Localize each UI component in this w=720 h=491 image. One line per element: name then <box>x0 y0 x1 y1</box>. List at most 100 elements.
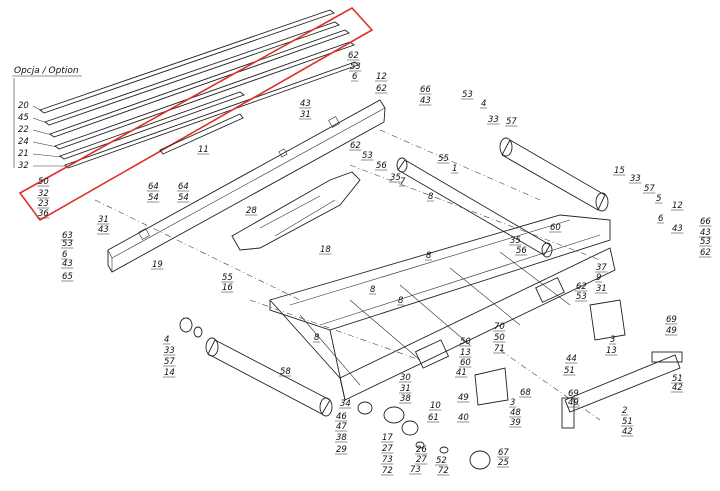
callout-label: 66 <box>700 217 711 227</box>
callout-label: 8 <box>398 296 404 306</box>
callout-label: 5 <box>656 194 661 204</box>
side-rail-19 <box>107 99 386 273</box>
callout-label: 27 <box>382 444 393 454</box>
callout-label: 63 <box>62 231 73 241</box>
callout-label: 53 <box>700 237 711 247</box>
callout-label: 8 <box>314 333 320 343</box>
callout-label: 72 <box>438 466 449 476</box>
callout-label: 60 <box>460 358 471 368</box>
callout-label: 31 <box>98 215 109 225</box>
callout-label: 33 <box>488 115 499 125</box>
callout-label: 67 <box>498 448 509 458</box>
callout-label: 7 <box>400 177 406 187</box>
callout-label: 53 <box>576 292 587 302</box>
callout-label: 39 <box>510 418 521 428</box>
option-item: 21 <box>18 149 29 159</box>
callout-label: 35 <box>390 173 401 183</box>
callout-label: 14 <box>164 368 175 378</box>
callout-label: 66 <box>420 85 431 95</box>
callout-label: 43 <box>98 225 109 235</box>
callout-label: 43 <box>420 96 431 106</box>
option-item: 24 <box>18 137 29 147</box>
callout-label: 8 <box>428 192 434 202</box>
callout-label: 65 <box>62 272 73 282</box>
callout-label: 11 <box>198 145 209 155</box>
callout-label: 43 <box>300 99 311 109</box>
callout-label: 51 <box>564 366 575 376</box>
callout-label: 46 <box>336 412 347 422</box>
callout-label: 31 <box>300 110 311 120</box>
callout-label: 62 <box>350 141 361 151</box>
callout-label: 28 <box>246 206 257 216</box>
callout-label: 62 <box>700 248 711 258</box>
callout-label: 53 <box>350 62 361 72</box>
callout-label: 2 <box>622 406 627 416</box>
callout-label: 33 <box>630 174 641 184</box>
callout-label: 34 <box>340 399 351 409</box>
callout-label: 13 <box>460 348 471 358</box>
callout-label: 27 <box>416 455 427 465</box>
drive-parts <box>357 401 491 470</box>
callout-label: 54 <box>148 193 159 203</box>
callout-label: 16 <box>222 283 233 293</box>
callout-label: 36 <box>38 209 49 219</box>
callout-label: 3 <box>510 398 515 408</box>
bracket-3 <box>474 367 509 406</box>
callout-label: 30 <box>400 373 411 383</box>
callout-label: 38 <box>400 394 411 404</box>
callout-label: 35 <box>510 236 521 246</box>
callout-label: 72 <box>382 466 393 476</box>
callout-label: 50 <box>494 333 505 343</box>
callout-label: 53 <box>62 239 73 249</box>
callout-label: 38 <box>336 433 347 443</box>
callout-label: 44 <box>566 354 577 364</box>
callout-label: 57 <box>506 117 517 127</box>
callout-label: 60 <box>550 223 561 233</box>
callout-label: 26 <box>416 445 427 455</box>
callout-label: 6 <box>352 72 358 82</box>
callout-label: 71 <box>494 344 505 354</box>
option-header: Opcja / Option <box>14 66 79 76</box>
callout-label: 43 <box>672 224 683 234</box>
main-frame <box>269 214 616 401</box>
callout-label: 42 <box>672 383 683 393</box>
callout-label: 17 <box>382 433 393 443</box>
option-item: 32 <box>18 161 29 171</box>
callout-label: 3 <box>610 335 615 345</box>
roller-14 <box>179 317 333 417</box>
callout-label: 43 <box>700 228 711 238</box>
callout-label: 50 <box>38 177 49 187</box>
callout-label: 6 <box>658 214 664 224</box>
callout-label: 8 <box>370 285 376 295</box>
callout-label: 56 <box>376 161 387 171</box>
option-item: 45 <box>18 113 29 123</box>
bracket-13 <box>589 299 626 341</box>
callout-label: 68 <box>520 388 531 398</box>
callout-label: 10 <box>430 401 441 411</box>
callout-label: 50 <box>460 337 471 347</box>
option-item: 20 <box>18 101 29 111</box>
strip-11 <box>159 113 244 155</box>
callout-label: 12 <box>376 72 387 82</box>
option-strips <box>32 9 359 169</box>
callout-label: 64 <box>148 182 159 192</box>
callout-label: 54 <box>178 193 189 203</box>
callout-label: 53 <box>362 151 373 161</box>
callout-label: 19 <box>152 260 163 270</box>
callout-label: 58 <box>280 367 291 377</box>
callout-label: 56 <box>516 246 527 256</box>
option-list: 20 45 22 24 21 32 <box>18 101 29 171</box>
callout-label: 53 <box>462 90 473 100</box>
callout-label: 4 <box>481 99 486 109</box>
callout-label: 61 <box>428 413 439 423</box>
callout-label: 6 <box>62 250 68 260</box>
callout-label: 4 <box>164 335 169 345</box>
callout-label: 33 <box>164 346 175 356</box>
callout-label: 73 <box>382 455 393 465</box>
callout-label: 49 <box>666 326 677 336</box>
callout-label: 49 <box>568 398 579 408</box>
callout-label: 13 <box>606 346 617 356</box>
callout-label: 41 <box>456 368 467 378</box>
